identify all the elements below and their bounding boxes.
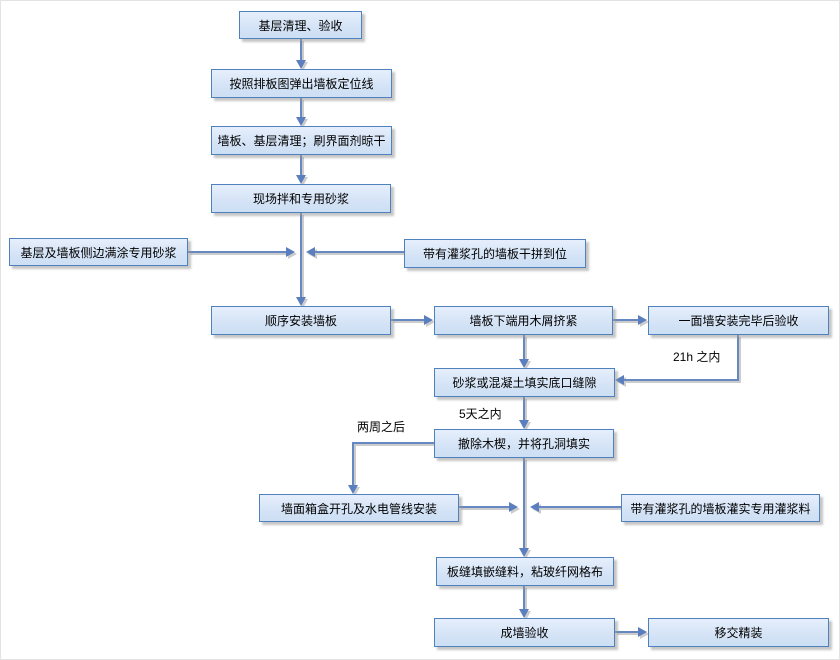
flow-node-install-panels-in-sequence: 顺序安装墙板 <box>211 306 391 335</box>
flow-node-wall-acceptance-after-install: 一面墙安装完毕后验收 <box>648 306 829 335</box>
flow-node-remove-wedges-fill-holes: 撤除木楔，并将孔洞填实 <box>434 429 614 458</box>
arrow-acceptance-elbow-vertical <box>737 335 739 381</box>
edge-label-within-5-days: 5天之内 <box>459 407 502 421</box>
flow-node-boxes-openings-mep-install: 墙面箱盒开孔及水电管线安装 <box>259 494 459 522</box>
arrow-right-icon <box>638 627 647 637</box>
arrow-base-cleaning-to-layout-lines <box>300 39 302 60</box>
arrow-fill-gap-to-remove-wedges <box>523 397 525 420</box>
flow-node-wedge-panel-bottom: 墙板下端用木屑挤紧 <box>434 306 613 335</box>
arrow-right-icon <box>286 247 295 257</box>
arrow-left-icon <box>306 247 315 257</box>
arrow-down-icon <box>519 359 529 368</box>
flow-node-fill-bottom-gap: 砂浆或混凝土填实底口缝隙 <box>434 368 615 397</box>
arrow-finished-to-handover <box>615 631 638 633</box>
flow-node-handover-to-finishing: 移交精装 <box>648 618 829 647</box>
edge-label-within-21h: 21h 之内 <box>673 350 721 364</box>
arrow-down-icon <box>296 175 306 184</box>
arrow-left-icon <box>530 502 539 512</box>
arrow-panel-cleaning-to-onsite-mortar <box>300 155 302 175</box>
flow-node-grout-panels: 带有灌浆孔的墙板灌实专用灌浆料 <box>621 494 820 522</box>
flow-node-side-mortar-coating: 基层及墙板侧边满涂专用砂浆 <box>9 238 188 266</box>
arrow-down-icon <box>348 485 358 494</box>
arrow-down-icon <box>519 548 529 557</box>
arrow-down-icon <box>296 117 306 126</box>
arrow-dry-fit-to-junction <box>315 251 404 253</box>
flow-node-finished-wall-acceptance: 成墙验收 <box>434 618 615 647</box>
arrow-right-icon <box>638 315 647 325</box>
arrow-side-mortar-to-junction <box>188 251 286 253</box>
arrow-wedge-to-fill-gap <box>523 335 525 359</box>
arrow-right-icon <box>424 315 433 325</box>
arrow-remove-wedges-to-joint-mesh <box>523 458 525 548</box>
arrow-grout-to-junction <box>539 506 621 508</box>
arrow-down-icon <box>519 609 529 618</box>
arrow-acceptance-elbow-horizontal <box>624 379 739 381</box>
arrow-down-icon <box>296 60 306 69</box>
flow-node-onsite-mortar-mixing: 现场拌和专用砂浆 <box>211 184 391 213</box>
arrow-left-icon <box>615 375 624 385</box>
arrow-joint-mesh-to-finished <box>523 586 525 609</box>
flow-node-panel-base-cleaning-primer: 墙板、基层清理；刷界面剂晾干 <box>211 126 392 155</box>
arrow-wedge-to-acceptance <box>613 319 638 321</box>
arrow-right-icon <box>509 502 518 512</box>
flow-node-base-cleaning-acceptance: 基层清理、验收 <box>239 11 362 39</box>
flow-node-joint-filling-mesh: 板缝填嵌缝料，粘玻纤网格布 <box>436 557 614 586</box>
flow-node-grout-hole-panels-dry-fit: 带有灌浆孔的墙板干拼到位 <box>404 239 586 268</box>
arrow-mep-to-junction <box>459 506 509 508</box>
arrow-layout-lines-to-panel-cleaning <box>300 98 302 117</box>
arrow-down-icon <box>296 297 306 306</box>
arrow-remove-wedges-elbow-horizontal <box>352 442 434 444</box>
arrow-down-icon <box>519 420 529 429</box>
edge-label-after-two-weeks: 两周之后 <box>357 420 406 434</box>
arrow-install-to-wedge <box>391 319 424 321</box>
arrow-onsite-mortar-to-install-sequence <box>300 213 302 297</box>
arrow-remove-wedges-elbow-vertical <box>352 442 354 485</box>
flow-node-panel-layout-lines: 按照排板图弹出墙板定位线 <box>211 69 392 98</box>
